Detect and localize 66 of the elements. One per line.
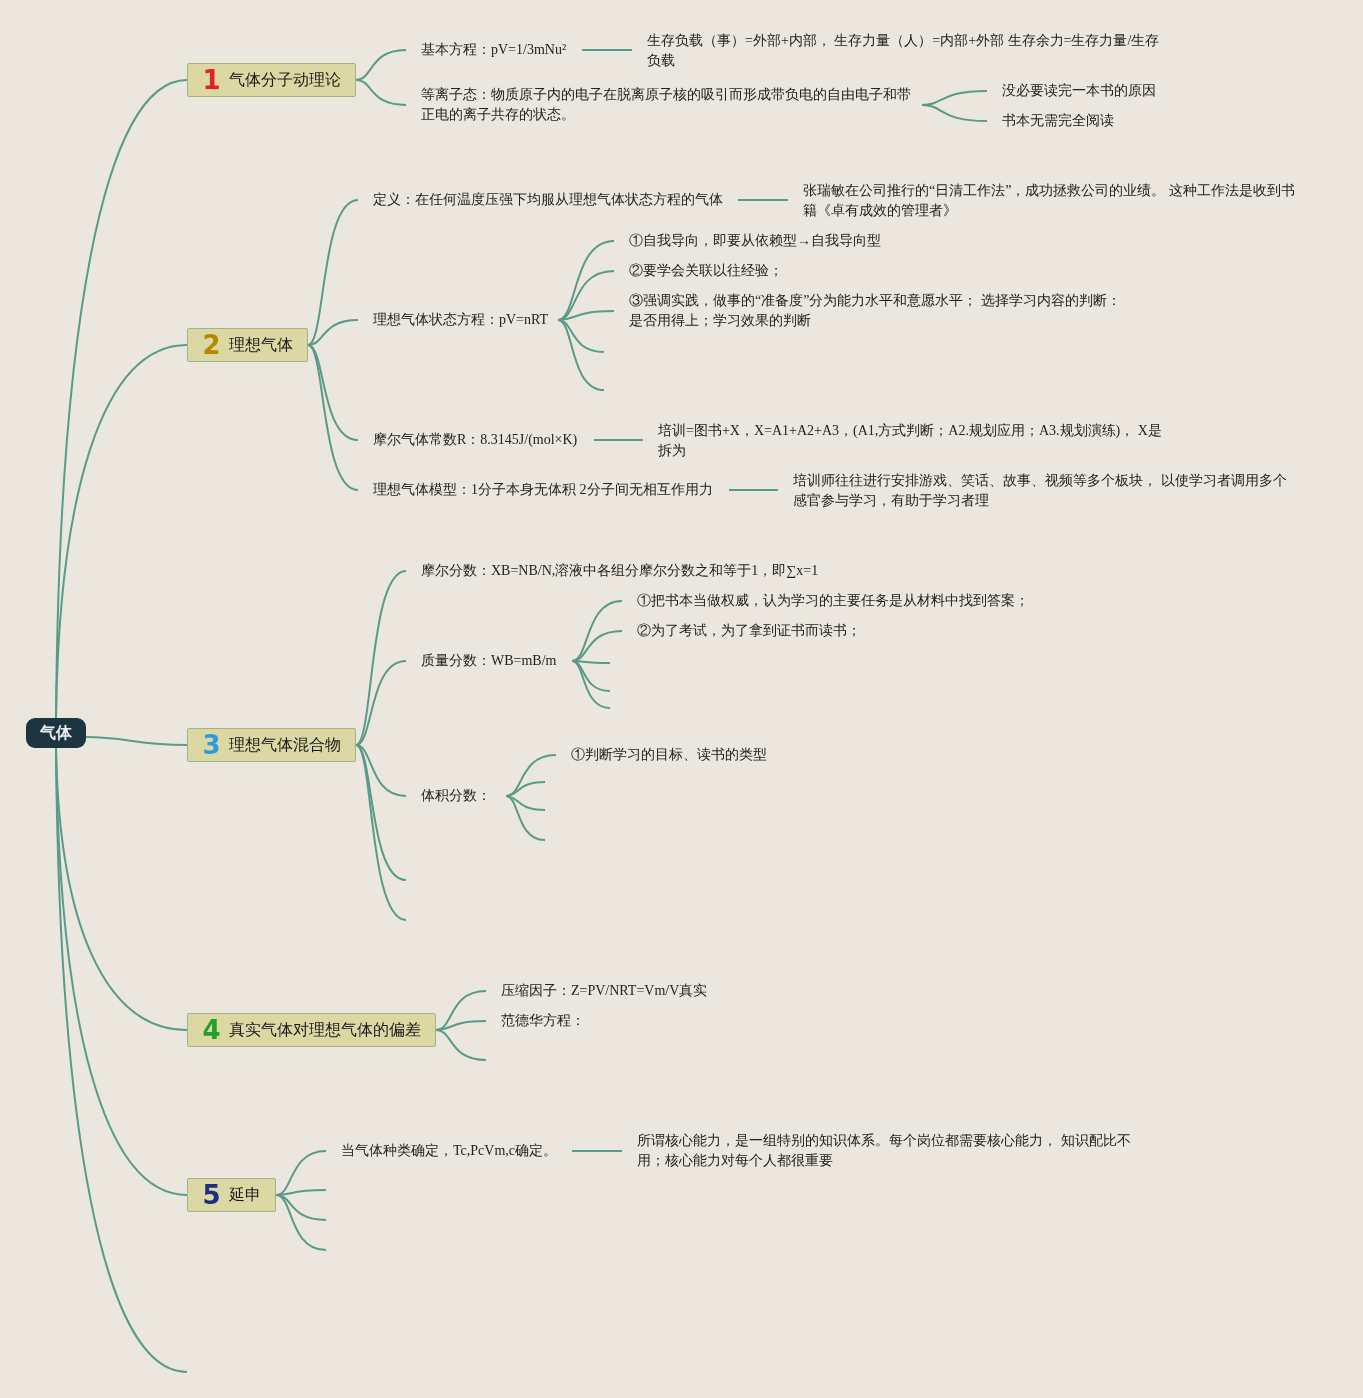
branch-line [307,199,359,346]
branch-line [571,1150,623,1152]
topic-label: 理想气体 [228,334,293,356]
branch-text: ②为了考试，为了拿到证书而读书； [622,621,882,641]
branch-text: 当气体种类确定，Tc,PcVm,c确定。 [326,1141,572,1161]
branch-text: ③强调实践，做事的“准备度”分为能力水平和意愿水平； 选择学习内容的判断：是否用得上；学习效果的判断 [614,291,1134,331]
branch-line [571,600,623,662]
priority-number: 3 [202,730,221,760]
topic-label: 理想气体混合物 [228,734,341,756]
branch-line [921,104,988,122]
branch-line [505,795,546,841]
branch-line [581,49,633,51]
branch-line [435,1029,487,1061]
topic-box [187,1013,436,1047]
branch-line [728,489,779,491]
branch-line [307,319,359,346]
branch-text: 摩尔气体常数R：8.3145J/(mol×K) [358,430,594,450]
branch-line [355,744,407,921]
branch-line [307,344,359,491]
branch-text: 书本无需完全阅读 [987,111,1137,131]
branch-line [557,240,615,321]
branch-line [593,439,644,441]
branch-text: 体积分数： [406,786,506,806]
branch-text: 所谓核心能力，是一组特别的知识体系。每个岗位都需要核心能力， 知识配比不用；核心能力对每个人都很重要 [622,1131,1142,1171]
branch-text: 理想气体模型：1分子本身无体积 2分子间无相互作用力 [358,480,729,500]
branch-line [557,319,605,391]
topic-box [187,328,308,362]
branch-text: 基本方程：pV=1/3mNu² [406,40,582,60]
branch-text: ①自我导向，即要从依赖型→自我导向型 [614,231,914,251]
topic-box [187,1178,276,1212]
branch-line [571,660,611,709]
priority-number: 2 [202,330,221,360]
topic-box [187,728,356,762]
topic-label: 真实气体对理想气体的偏差 [228,1019,421,1041]
branch-text: 培训师往往进行安排游戏、笑话、故事、视频等多个板块， 以使学习者调用多个感官参与学习，有助于学习者理 [778,471,1298,511]
branch-line [571,660,611,692]
branch-text: 没必要读完一本书的原因 [987,81,1167,101]
branch-text: 质量分数：WB=mB/m [406,651,572,671]
topic-box [187,63,356,97]
branch-line [355,660,407,746]
branch-line [355,570,407,746]
branch-text: 生存负载（事）=外部+内部， 生存力量（人）=内部+外部 生存余力=生存力量/生存负载 [632,31,1162,71]
branch-text: 培训=图书+X，X=A1+A2+A3，(A1,方式判断；A2.规划应用；A3.规划演练)， X是拆为 [643,421,1163,461]
branch-text: 等离子态：物质原子内的电子在脱离原子核的吸引而形成带负电的自由电子和带正电的离子共存的状态。 [406,85,922,125]
branch-line [275,1194,327,1251]
topic-label: 延申 [228,1184,261,1206]
branch-line [557,319,605,353]
branch-text: 定义：在任何温度压强下均服从理想气体状态方程的气体 [358,190,738,210]
branch-line [355,79,407,106]
branch-text: ②要学会关联以往经验； [614,261,814,281]
branch-text: 理想气体状态方程：pV=nRT [358,310,558,330]
branch-line [505,795,546,811]
priority-number: 1 [202,65,221,95]
branch-text: ①把书本当做权威，认为学习的主要任务是从材料中找到答案； [622,591,1052,611]
topic-label: 气体分子动理论 [228,69,341,91]
central-topic: 气体 [26,718,86,748]
branch-text: ①判断学习的目标、读书的类型 [556,745,796,765]
branch-line [85,736,188,746]
priority-number: 5 [202,1180,221,1210]
branch-text: 范德华方程： [486,1011,596,1031]
branch-line [55,344,188,719]
priority-number: 4 [202,1015,221,1045]
branch-text: 张瑞敏在公司推行的“日清工作法”，成功拯救公司的业绩。 这种工作法是收到书籍《卓有成效的管理者》 [788,181,1308,221]
branch-text: 摩尔分数：XB=NB/N,溶液中各组分摩尔分数之和等于1，即∑x=1 [406,561,846,581]
branch-text: 压缩因子：Z=PV/NRT=Vm/V真实 [486,981,736,1001]
branch-line [737,199,789,201]
